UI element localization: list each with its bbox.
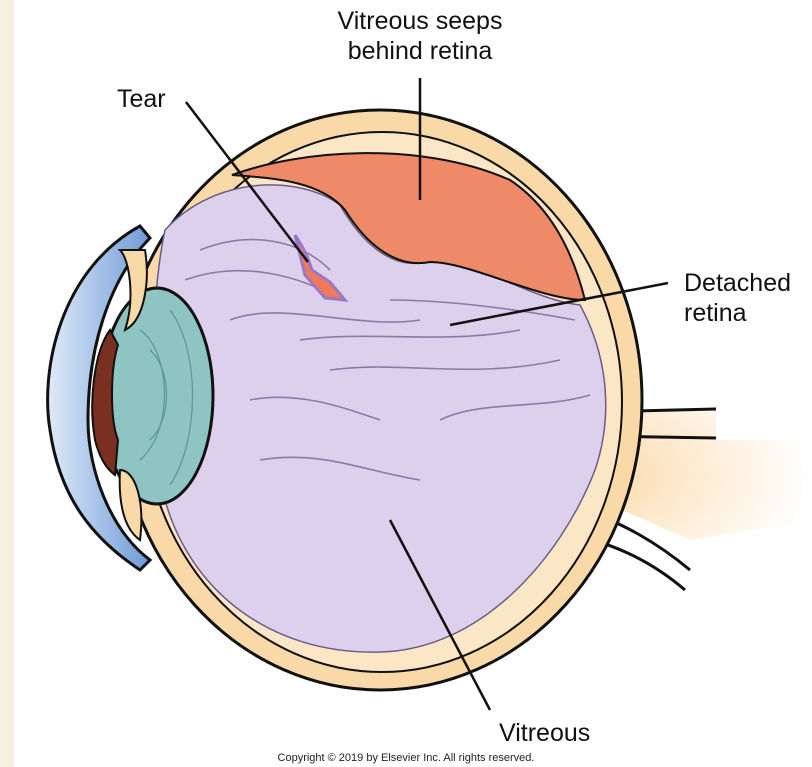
label-vitreous-seeps-line1: Vitreous seeps xyxy=(300,6,540,36)
label-detached-retina: Detached retina xyxy=(684,268,791,328)
label-vitreous: Vitreous xyxy=(499,718,590,748)
label-tear: Tear xyxy=(117,84,166,114)
lens xyxy=(101,288,213,504)
label-detached-line2: retina xyxy=(684,298,791,328)
label-detached-line1: Detached xyxy=(684,268,791,298)
copyright-notice: Copyright © 2019 by Elsevier Inc. All ri… xyxy=(0,752,812,764)
label-vitreous-seeps: Vitreous seeps behind retina xyxy=(300,6,540,66)
label-vitreous-seeps-line2: behind retina xyxy=(300,36,540,66)
